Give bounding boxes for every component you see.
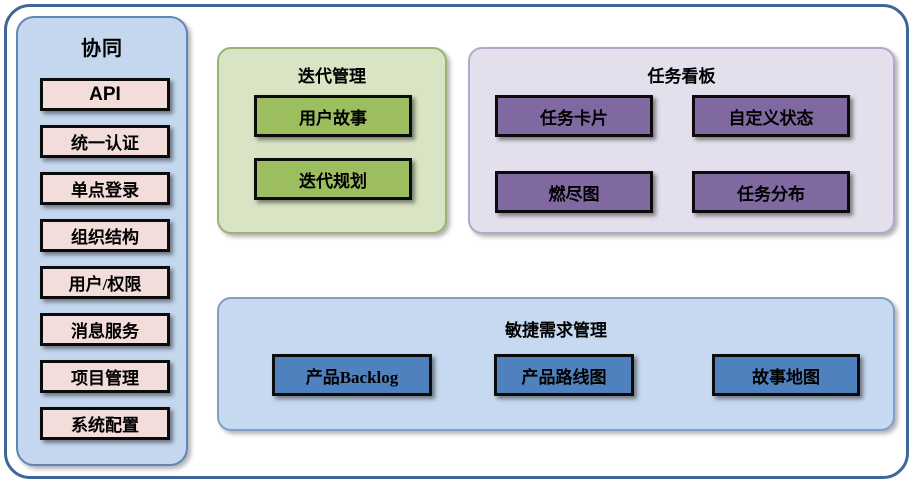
- agile-item-product-backlog[interactable]: 产品Backlog: [272, 354, 432, 396]
- sidebar-item-label: 组织结构: [71, 228, 139, 247]
- sidebar-item-label: 系统配置: [71, 416, 139, 435]
- sidebar-item-unified-auth[interactable]: 统一认证: [40, 125, 170, 158]
- taskboard-item-label: 任务卡片: [540, 108, 608, 128]
- taskboard-item-label: 燃尽图: [548, 184, 600, 204]
- iteration-item-user-story[interactable]: 用户故事: [254, 95, 412, 137]
- agile-item-product-roadmap[interactable]: 产品路线图: [494, 354, 634, 396]
- sidebar-item-single-sign-on[interactable]: 单点登录: [40, 172, 170, 205]
- panel-iteration-management[interactable]: 迭代管理 用户故事 迭代规划: [217, 47, 447, 234]
- taskboard-item-burndown-chart[interactable]: 燃尽图: [495, 171, 653, 213]
- panel-agile-requirements[interactable]: 敏捷需求管理 产品Backlog 产品路线图 故事地图: [217, 297, 895, 431]
- iteration-item-label: 用户故事: [299, 108, 367, 128]
- iteration-item-iteration-planning[interactable]: 迭代规划: [254, 158, 412, 200]
- agile-item-story-map[interactable]: 故事地图: [712, 354, 860, 396]
- sidebar-item-api[interactable]: API: [40, 78, 170, 111]
- taskboard-item-label: 自定义状态: [728, 108, 814, 128]
- sidebar-item-label: 统一认证: [71, 134, 139, 153]
- agile-item-label: 故事地图: [752, 367, 820, 387]
- sidebar-item-message-service[interactable]: 消息服务: [40, 313, 170, 346]
- taskboard-item-task-distribution[interactable]: 任务分布: [692, 171, 850, 213]
- sidebar-item-label: 消息服务: [71, 322, 139, 341]
- sidebar-item-org-structure[interactable]: 组织结构: [40, 219, 170, 252]
- panel-agile-requirements-title: 敏捷需求管理: [505, 321, 607, 340]
- agile-item-label: 产品路线图: [521, 367, 607, 387]
- panel-collaboration-title: 协同: [81, 38, 123, 60]
- sidebar-item-user-permission[interactable]: 用户/权限: [40, 266, 170, 299]
- taskboard-item-task-card[interactable]: 任务卡片: [495, 95, 653, 137]
- agile-item-label: 产品Backlog: [305, 367, 399, 387]
- sidebar-item-system-config[interactable]: 系统配置: [40, 407, 170, 440]
- sidebar-item-project-management[interactable]: 项目管理: [40, 360, 170, 393]
- sidebar-item-label: 单点登录: [71, 181, 139, 200]
- panel-collaboration[interactable]: 协同 API 统一认证 单点登录 组织结构 用户/权限 消息服务 项目管理 系统…: [16, 16, 188, 466]
- iteration-item-label: 迭代规划: [299, 171, 367, 191]
- panel-task-board[interactable]: 任务看板 任务卡片 自定义状态 燃尽图 任务分布: [468, 47, 895, 234]
- sidebar-item-label: 用户/权限: [68, 275, 142, 294]
- sidebar-item-label: 项目管理: [71, 369, 139, 388]
- panel-task-board-title: 任务看板: [647, 67, 716, 86]
- sidebar-item-label: API: [89, 83, 121, 105]
- taskboard-item-label: 任务分布: [737, 184, 805, 204]
- panel-iteration-management-title: 迭代管理: [298, 67, 366, 86]
- taskboard-item-custom-status[interactable]: 自定义状态: [692, 95, 850, 137]
